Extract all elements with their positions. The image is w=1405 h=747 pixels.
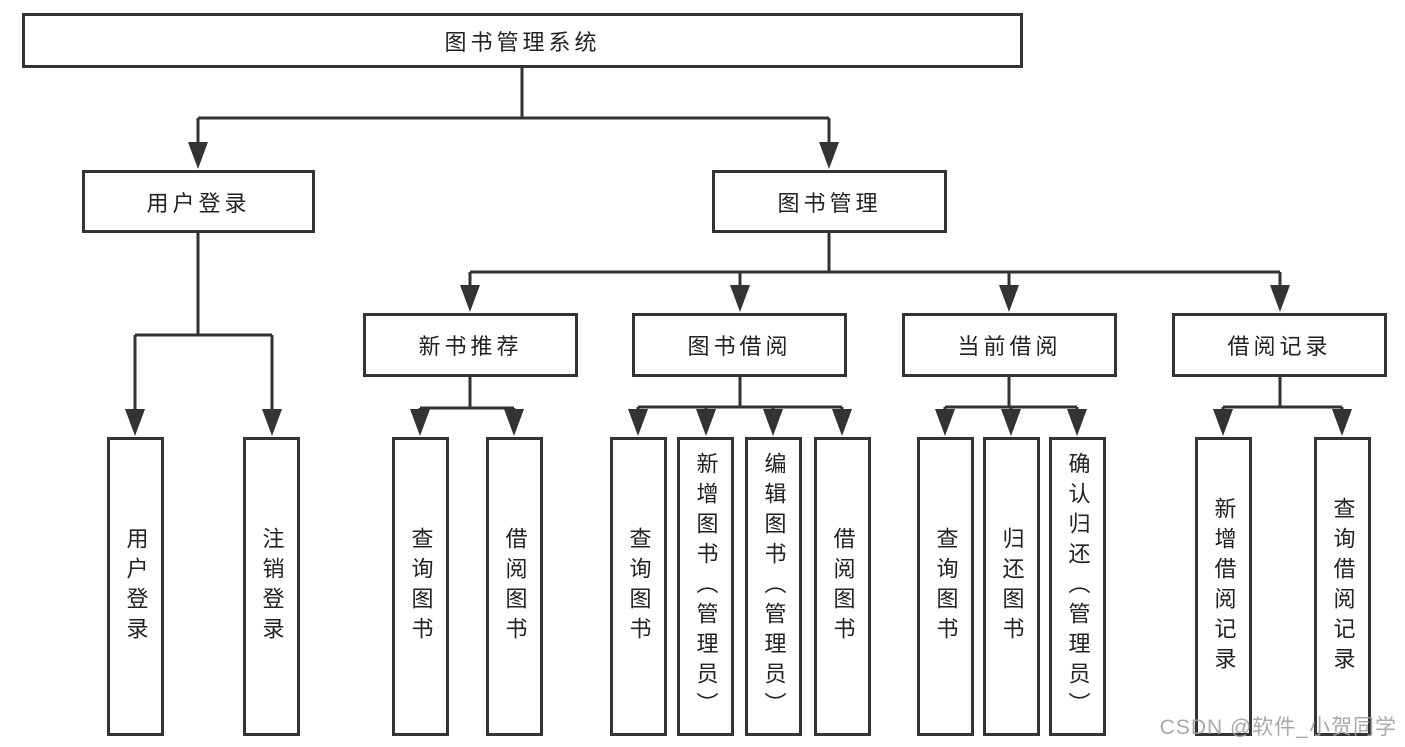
node-leaf-borrow-books-2: 借阅图书: [814, 437, 871, 736]
node-label: 用户登录: [123, 526, 149, 647]
node-label: 图书管理: [777, 190, 882, 216]
node-label: 借阅图书: [502, 526, 528, 647]
node-leaf-query-books-1: 查询图书: [392, 437, 449, 736]
node-label: 查询图书: [408, 526, 434, 647]
node-new-book-recommend: 新书推荐: [363, 313, 578, 377]
node-leaf-add-book-admin: 新增图书（管理员）: [677, 437, 734, 736]
node-label: 查询借阅记录: [1330, 496, 1356, 677]
node-label: 当前借阅: [957, 334, 1062, 359]
node-label: 确认归还（管理员）: [1065, 451, 1091, 722]
node-label: 新增借阅记录: [1211, 496, 1237, 677]
node-label: 归还图书: [999, 526, 1025, 647]
node-label: 查询图书: [626, 526, 652, 647]
node-book-borrow: 图书借阅: [632, 313, 847, 377]
node-label: 借阅记录: [1227, 334, 1332, 359]
node-leaf-add-borrow-record: 新增借阅记录: [1195, 437, 1252, 736]
csdn-watermark: CSDN @软件_小贺同学: [1159, 716, 1397, 739]
node-label: 图书借阅: [687, 334, 792, 359]
node-label: 查询图书: [933, 526, 959, 647]
node-leaf-query-borrow-record: 查询借阅记录: [1314, 437, 1371, 736]
node-leaf-query-books-3: 查询图书: [917, 437, 974, 736]
node-label: 注销登录: [259, 526, 285, 647]
node-leaf-edit-book-admin: 编辑图书（管理员）: [745, 437, 802, 736]
node-leaf-borrow-books-1: 借阅图书: [486, 437, 543, 736]
node-leaf-query-books-2: 查询图书: [610, 437, 667, 736]
node-leaf-logout: 注销登录: [243, 437, 300, 736]
node-leaf-confirm-return-admin: 确认归还（管理员）: [1049, 437, 1106, 736]
node-label: 图书管理系统: [444, 29, 601, 55]
node-user-login: 用户登录: [82, 170, 315, 233]
node-current-borrow: 当前借阅: [902, 313, 1117, 377]
node-label: 新书推荐: [418, 334, 523, 359]
node-borrow-record: 借阅记录: [1172, 313, 1387, 377]
node-label: 编辑图书（管理员）: [761, 451, 787, 722]
node-leaf-return-book: 归还图书: [983, 437, 1040, 736]
node-book-management: 图书管理: [712, 170, 947, 233]
node-label: 用户登录: [146, 190, 251, 216]
node-label: 新增图书（管理员）: [693, 451, 719, 722]
node-leaf-user-login: 用户登录: [107, 437, 164, 736]
node-library-management-system: 图书管理系统: [22, 13, 1023, 68]
node-label: 借阅图书: [830, 526, 856, 647]
